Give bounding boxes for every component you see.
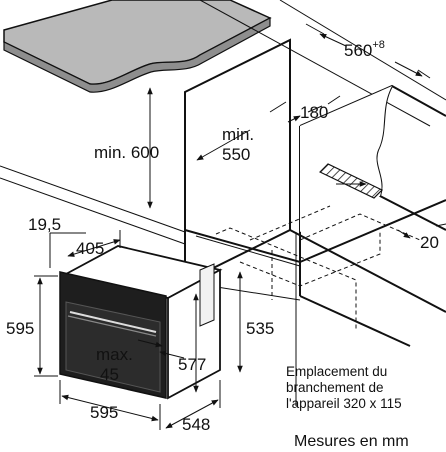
oven-outline-dashed xyxy=(215,205,421,330)
label-oven-height: 595 xyxy=(6,319,34,338)
label-side-gap: 20 xyxy=(420,233,439,252)
note-line-3: l'appareil 320 x 115 xyxy=(286,396,402,411)
label-inner-height: 535 xyxy=(246,319,274,338)
label-cutout-width: 560+8 xyxy=(344,39,385,60)
label-oven-depth: 548 xyxy=(182,415,210,434)
label-body-height: 577 xyxy=(178,355,206,374)
label-oven-width: 595 xyxy=(90,403,118,422)
oven-dimension-lines xyxy=(34,230,243,430)
note-line-2: branchement de xyxy=(286,380,384,395)
label-rear-gap: 180 xyxy=(300,103,328,122)
label-front-depth: 405 xyxy=(76,239,104,258)
dim-180-arrow xyxy=(287,95,341,123)
label-handle-max-line2: 45 xyxy=(100,365,119,384)
dim-550-arrow xyxy=(196,101,287,161)
countertop xyxy=(3,0,272,93)
label-handle-max-line1: max. xyxy=(96,345,133,364)
label-min-600: min. 600 xyxy=(94,143,159,162)
dim-20-arrow xyxy=(397,223,446,239)
units-note: Mesures en mm xyxy=(294,433,409,450)
dim-560-arrows xyxy=(305,23,431,79)
note-line-1: Emplacement du xyxy=(286,364,387,379)
back-wall-top xyxy=(199,0,446,127)
label-min-550-line2: 550 xyxy=(222,145,250,164)
label-min-550-line1: min. xyxy=(222,125,254,144)
label-front-offset: 19,5 xyxy=(28,215,61,234)
connection-area xyxy=(318,163,384,199)
